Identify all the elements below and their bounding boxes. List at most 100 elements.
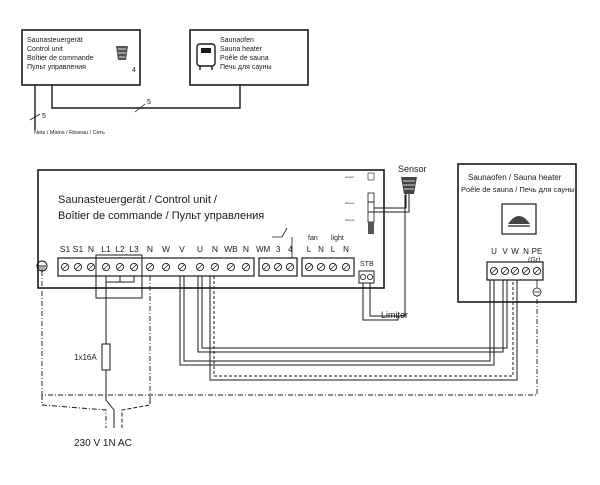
fan-light-terminal-label-3: N: [343, 245, 349, 254]
fuse-label: 1x16A: [74, 353, 97, 362]
overview-heater-icon: [196, 43, 216, 70]
heater-terminal-screw-1: [500, 266, 510, 276]
fan-light-terminal-screw-2: [328, 262, 338, 272]
overview-control-box: [21, 29, 141, 86]
main-terminal-label-11: WB: [224, 244, 238, 254]
main-terminal-label-12: N: [243, 244, 249, 254]
main-terminal-screw-3: [101, 262, 111, 272]
bridge-l1-l2-l3: [105, 276, 135, 283]
overview-heater-line-4: Печь для сауны: [220, 64, 272, 71]
overview-heater-line-1: Saunaofen: [220, 37, 254, 44]
main-terminal-screw-0: [60, 262, 70, 272]
main-terminal-screw-slot-0: [62, 264, 68, 270]
heater-terminal-screw-slot-3: [523, 268, 529, 274]
sensor-wire-1: [374, 194, 410, 213]
stb-terminal: [358, 270, 375, 284]
main-terminal-screw-slot-3: [103, 264, 109, 270]
heater-earth-symbol: [532, 280, 542, 297]
control-unit: Saunasteuergerät / Control unit / Boîtie…: [36, 169, 385, 299]
overview-control-line-1: Saunasteuergerät: [27, 37, 83, 44]
fuse-symbol: [101, 343, 111, 371]
main-terminal-screw-slot-4: [117, 264, 123, 270]
main-terminal-label-5: L3: [129, 244, 139, 254]
overview-heater-cable: [51, 85, 241, 109]
earth-cable: [41, 271, 538, 400]
heater-terminal-label-4: PE: [532, 247, 543, 256]
heater-title-1: Saunaofen / Sauna heater: [468, 173, 562, 182]
wm-terminal-screw-0: [261, 262, 271, 272]
supply-label: 230 V 1N AC: [74, 438, 132, 449]
heater-terminal-label-2: W: [511, 247, 519, 256]
overview-control-line-3: Boîtier de commande: [27, 55, 94, 62]
terminal-strip-main: [57, 257, 255, 277]
limiter-label: Limiter: [381, 310, 408, 320]
main-terminal-screw-1: [73, 262, 83, 272]
main-terminal-screw-slot-9: [197, 264, 203, 270]
heater-terminal-screw-4: [532, 266, 542, 276]
main-terminal-screws: [60, 262, 251, 272]
fan-light-terminal-screw-slot-1: [318, 264, 324, 270]
fan-light-terminal-screw-3: [341, 262, 351, 272]
heater-terminal-screw-0: [489, 266, 499, 276]
main-terminal-label-6: N: [147, 244, 153, 254]
side-indicator-5: [368, 222, 374, 234]
control-title-1: Saunasteuergerät / Control unit /: [58, 194, 218, 206]
main-terminal-label-9: U: [197, 244, 203, 254]
overview-mains-label: Netz / Mains / Réseau / Сеть: [34, 130, 105, 136]
overview-heater-line-3: Poêle de sauna: [220, 55, 269, 62]
supply-cables: [41, 282, 151, 428]
main-terminal-screw-10: [210, 262, 220, 272]
fan-light-terminal-screw-1: [316, 262, 326, 272]
overview-control-line-2: Control unit: [27, 46, 63, 53]
heater-title-2: Poêle de sauna / Печь для сауны: [461, 185, 575, 194]
main-terminal-screw-slot-6: [147, 264, 153, 270]
sensor-icon: [401, 177, 417, 194]
overview-mains-slash: [29, 113, 41, 121]
fan-light-terminal-screw-slot-0: [306, 264, 312, 270]
light-label: light: [331, 235, 344, 242]
overview-cable-label-left: 5: [42, 113, 46, 120]
sensor: Sensor: [374, 164, 427, 213]
heater-terminal-label-3: N: [523, 247, 529, 256]
side-indicator-3: [367, 201, 375, 213]
fan-light-terminal-screw-slot-3: [343, 264, 349, 270]
side-label-3: Sensor: [345, 218, 355, 222]
wm-terminal-screw-2: [285, 262, 295, 272]
heater-terminal-label-0: U: [491, 247, 497, 256]
heater-terminal-label-1: V: [502, 247, 508, 256]
heater-terminal-screw-3: [521, 266, 531, 276]
heater-stones-icon: [508, 216, 530, 224]
main-terminal-screw-slot-1: [75, 264, 81, 270]
wm-terminal-screw-slot-1: [275, 264, 281, 270]
fan-light-terminal-label-2: L: [331, 245, 336, 254]
main-terminal-screw-7: [161, 262, 171, 272]
control-unit-box: [37, 169, 385, 289]
heater-terminal-screw-slot-4: [534, 268, 540, 274]
stb-label: STB: [360, 261, 374, 268]
fan-light-terminal-screw-slot-2: [330, 264, 336, 270]
main-terminal-screw-2: [86, 262, 96, 272]
wm-terminal-screw-1: [273, 262, 283, 272]
heater-terminal-screw-slot-1: [502, 268, 508, 274]
main-terminal-screw-slot-7: [163, 264, 169, 270]
main-terminal-screw-slot-2: [88, 264, 94, 270]
stb-screw-2: [366, 273, 373, 280]
main-terminal-screw-5: [129, 262, 139, 272]
wm-relay-symbol: [272, 227, 293, 258]
main-terminal-label-10: N: [212, 244, 218, 254]
side-indicator-1: [367, 172, 375, 181]
phase-group-frame: [95, 254, 143, 299]
main-terminal-screw-4: [115, 262, 125, 272]
heater-terminal-screw-slot-0: [491, 268, 497, 274]
main-terminal-label-3: L1: [101, 244, 111, 254]
main-terminal-screw-11: [226, 262, 236, 272]
fan-light-terminal-screws: [304, 262, 351, 272]
main-terminal-label-4: L2: [115, 244, 125, 254]
overview-sensor-icon: [116, 46, 128, 60]
main-terminal-screw-slot-8: [179, 264, 185, 270]
main-terminal-screw-slot-11: [228, 264, 234, 270]
fan-light-terminal-label-1: N: [318, 245, 324, 254]
